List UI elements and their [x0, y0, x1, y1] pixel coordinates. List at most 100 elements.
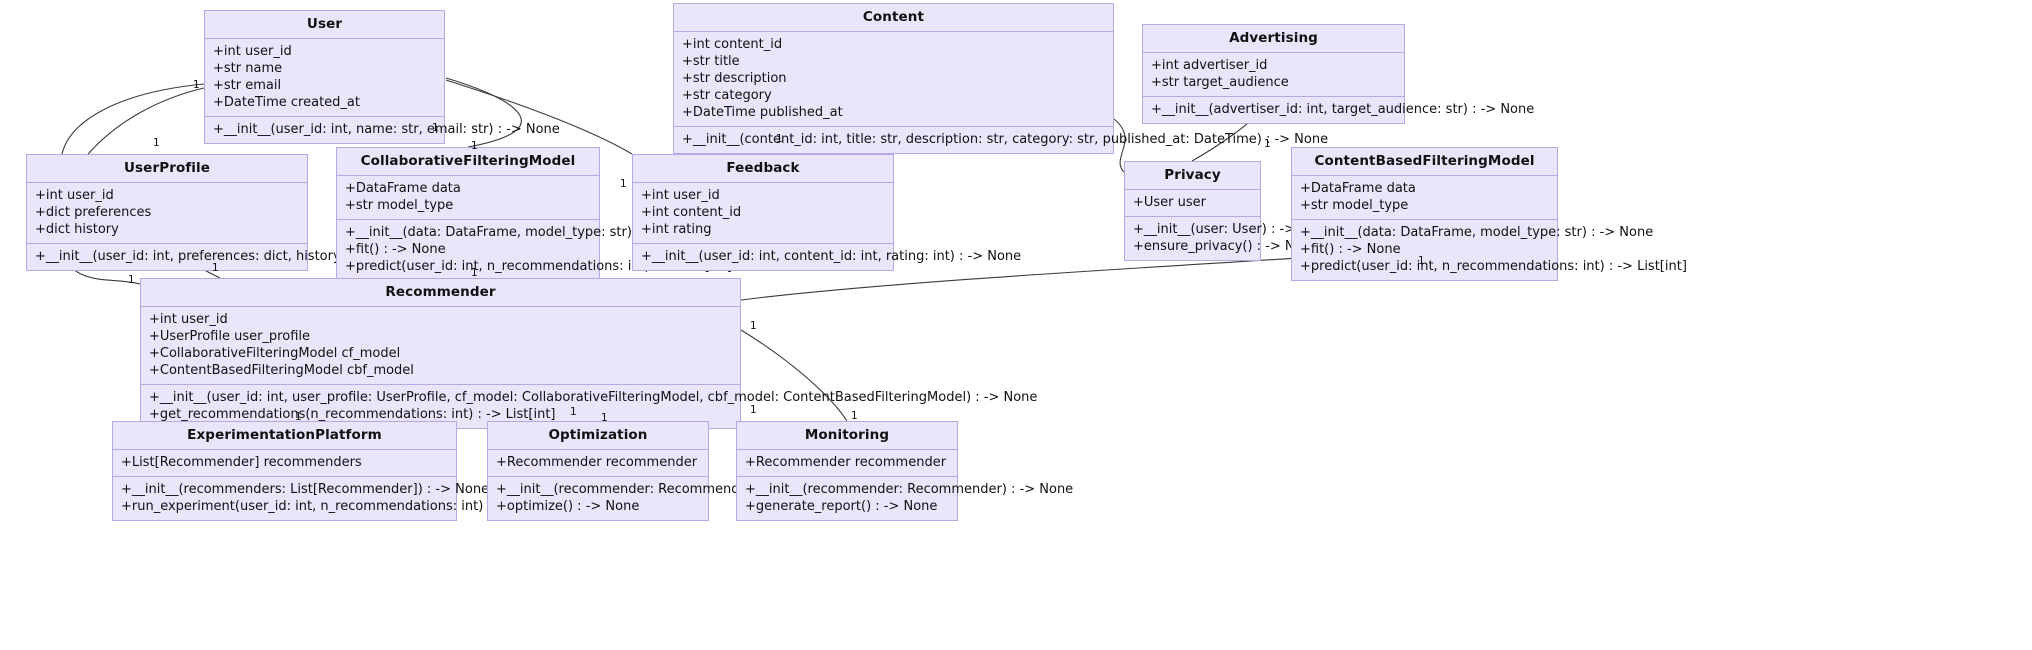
uml-attribute-row: +DataFrame data	[345, 181, 461, 196]
uml-attributes-section: +int user_id +UserProfile user_profile +Co…	[141, 307, 740, 385]
uml-class-title: ContentBasedFilteringModel	[1292, 148, 1557, 176]
uml-attribute-row: +ContentBasedFilteringModel cbf_model	[149, 363, 414, 378]
uml-class-userprofile[interactable]: UserProfile+int user_id+dict preferences…	[26, 154, 444, 271]
uml-methods-section: +__init__(data: DataFrame, model_type: s…	[337, 220, 732, 280]
uml-attribute-row: +int rating	[641, 222, 712, 237]
uml-method-row: +__init__(recommender: Recommender) : ->…	[496, 482, 825, 497]
uml-methods-section: +__init__(user_id: int, preferences: dic…	[27, 244, 444, 270]
uml-class-title: Privacy	[1125, 162, 1260, 190]
uml-methods-section: +__init__(user_id: int, name: str, email…	[205, 117, 560, 143]
uml-attribute-row: +DateTime published_at	[682, 105, 843, 120]
uml-attributes-section: +Recommender recommender	[737, 450, 957, 477]
uml-class-optimization[interactable]: Optimization +Recommender recommender +__i…	[487, 421, 825, 521]
uml-methods-section: +__init__(advertiser_id: int, target_aud…	[1143, 97, 1535, 123]
uml-class-title: Optimization	[488, 422, 708, 450]
uml-attribute-row: +User user	[1133, 195, 1207, 210]
uml-method-row: +predict(user_id: int, n_recommendations…	[345, 259, 732, 274]
uml-attribute-row: +Recommender recommender	[745, 455, 947, 470]
uml-class-user[interactable]: User +int user_id +str name +str email +Date…	[204, 10, 560, 144]
uml-method-row: +__init__(content_id: int, title: str, d…	[682, 132, 1329, 147]
multiplicity-label: 1	[620, 178, 627, 190]
uml-attribute-row: +int user_id	[213, 44, 292, 59]
association-edge	[61, 83, 205, 155]
uml-attribute-row: +str title	[682, 54, 740, 69]
multiplicity-label: 1	[432, 122, 439, 134]
uml-class-content[interactable]: Content +int content_id +str title +str des…	[673, 3, 1329, 154]
multiplicity-label: 1	[212, 262, 219, 274]
uml-class-cbfmodel[interactable]: ContentBasedFilteringModel+DataFrame dat…	[1291, 147, 1687, 281]
multiplicity-label: 1	[1264, 138, 1271, 150]
uml-attribute-row: +str target_audience	[1151, 75, 1289, 90]
uml-method-row: +__init__(recommender: Recommender) : ->…	[745, 482, 1074, 497]
uml-methods-section: +__init__(content_id: int, title: str, d…	[674, 127, 1329, 153]
association-edge	[740, 329, 848, 422]
multiplicity-label: 1	[471, 140, 478, 152]
uml-class-title: Advertising	[1143, 25, 1404, 53]
uml-method-row: +__init__(user_id: int, content_id: int,…	[641, 249, 1022, 264]
uml-method-row: +optimize() : -> None	[496, 499, 640, 514]
uml-method-row: +__init__(user_id: int, preferences: dic…	[35, 249, 444, 264]
uml-attributes-section: +int advertiser_id +str target_audience	[1143, 53, 1404, 97]
uml-class-feedback[interactable]: Feedback+int user_id+int content_id+int …	[632, 154, 1022, 271]
uml-attributes-section: +int user_id +str name +str email +DateTime…	[205, 39, 444, 117]
uml-methods-section: +__init__(data: DataFrame, model_type: s…	[1292, 220, 1687, 280]
uml-methods-section: +__init__(user_id: int, content_id: int,…	[633, 244, 1022, 270]
uml-method-row: +__init__(advertiser_id: int, target_aud…	[1151, 102, 1535, 117]
uml-class-cfmodel[interactable]: CollaborativeFilteringModel+DataFrame da…	[336, 147, 732, 281]
uml-attribute-row: +str email	[213, 78, 282, 93]
uml-attribute-row: +int content_id	[641, 205, 742, 220]
uml-method-row: +run_experiment(user_id: int, n_recommen…	[121, 499, 627, 514]
uml-class-title: Recommender	[141, 279, 740, 307]
uml-class-title: User	[205, 11, 444, 39]
uml-attribute-row: +dict history	[35, 222, 119, 237]
uml-attributes-section: +DataFrame data +str model_type	[337, 176, 599, 220]
uml-attribute-row: +UserProfile user_profile	[149, 329, 310, 344]
multiplicity-label: 1	[153, 137, 160, 149]
uml-methods-section: +__init__(recommenders: List[Recommender…	[113, 477, 627, 520]
uml-class-title: CollaborativeFilteringModel	[337, 148, 599, 176]
uml-attribute-row: +int user_id	[149, 312, 228, 327]
uml-method-row: +__init__(data: DataFrame, model_type: s…	[345, 225, 699, 240]
multiplicity-label: 1	[851, 410, 858, 422]
multiplicity-label: 1	[1418, 255, 1425, 267]
uml-attribute-row: +int user_id	[641, 188, 720, 203]
uml-class-advertising[interactable]: Advertising +int advertiser_id +str target…	[1142, 24, 1535, 124]
uml-class-privacy[interactable]: Privacy +User user +__init__(user: User) :…	[1124, 161, 1333, 261]
uml-attribute-row: +int content_id	[682, 37, 783, 52]
multiplicity-label: 1	[471, 267, 478, 279]
uml-attribute-row: +DateTime created_at	[213, 95, 360, 110]
uml-attributes-section: +int user_id +int content_id +int rating	[633, 183, 893, 244]
uml-attribute-row: +str name	[213, 61, 283, 76]
uml-attribute-row: +Recommender recommender	[496, 455, 698, 470]
uml-attributes-section: +int user_id +dict preferences +dict histo…	[27, 183, 307, 244]
uml-attributes-section: +DataFrame data +str model_type	[1292, 176, 1557, 220]
uml-attribute-row: +CollaborativeFilteringModel cf_model	[149, 346, 401, 361]
uml-class-recommender[interactable]: Recommender +int user_id +UserProfile user…	[140, 278, 1037, 429]
multiplicity-label: 1	[128, 274, 135, 286]
uml-attribute-row: +str category	[682, 88, 772, 103]
uml-attribute-row: +int user_id	[35, 188, 114, 203]
multiplicity-label: 1	[776, 133, 783, 145]
uml-attribute-row: +str description	[682, 71, 787, 86]
uml-method-row: +get_recommendations(n_recommendations: …	[149, 407, 556, 422]
uml-class-title: Feedback	[633, 155, 893, 183]
uml-attribute-row: +dict preferences	[35, 205, 152, 220]
uml-attributes-section: +int content_id +str title +str descriptio…	[674, 32, 1113, 127]
uml-class-monitoring[interactable]: Monitoring +Recommender recommender +__ini…	[736, 421, 1074, 521]
uml-method-row: +ensure_privacy() : -> None	[1133, 239, 1319, 254]
uml-attribute-row: +int advertiser_id	[1151, 58, 1268, 73]
uml-attributes-section: +User user	[1125, 190, 1260, 217]
uml-attribute-row: +str model_type	[345, 198, 454, 213]
uml-methods-section: +__init__(recommender: Recommender) : ->…	[488, 477, 825, 520]
uml-methods-section: +__init__(user: User) : -> None+ensure_p…	[1125, 217, 1333, 260]
uml-attributes-section: +List[Recommender] recommenders	[113, 450, 456, 477]
uml-attribute-row: +DataFrame data	[1300, 181, 1416, 196]
uml-attribute-row: +str model_type	[1300, 198, 1409, 213]
uml-method-row: +__init__(user_id: int, name: str, email…	[213, 122, 560, 137]
uml-method-row: +__init__(recommenders: List[Recommender…	[121, 482, 490, 497]
multiplicity-label: 1	[750, 404, 757, 416]
uml-class-title: Monitoring	[737, 422, 957, 450]
uml-class-title: Content	[674, 4, 1113, 32]
uml-class-experimentation[interactable]: ExperimentationPlatform+List[Recommender…	[112, 421, 627, 521]
